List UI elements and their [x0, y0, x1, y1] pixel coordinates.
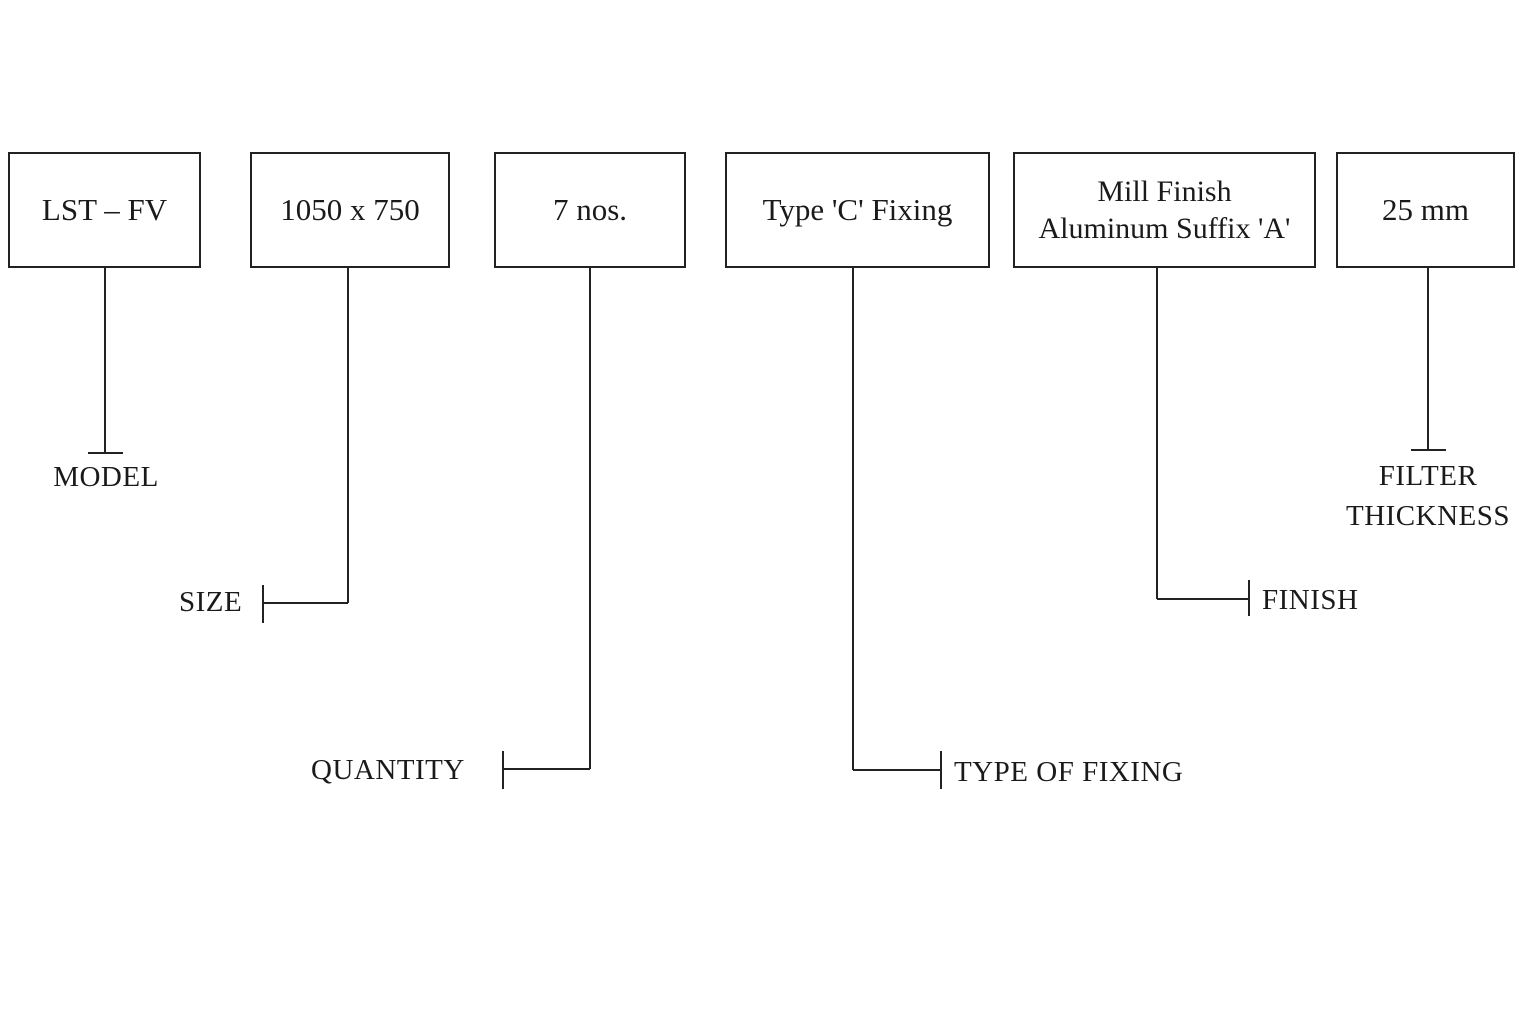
finish-code-line1: Mill Finish [1097, 174, 1232, 208]
quantity-label: QUANTITY [311, 754, 465, 786]
size-code-text: 1050 x 750 [280, 191, 420, 227]
model-code-text: LST – FV [41, 191, 168, 227]
quantity-code-text: 7 nos. [552, 191, 628, 227]
thickness-label-line2: THICKNESS [1345, 500, 1510, 533]
finish-code-line2: Aluminum Suffix 'A' [1038, 212, 1291, 245]
finish-code-box: Mill Finish Aluminum Suffix 'A' [1013, 152, 1316, 268]
fixing-code-text: Type 'C' Fixing [762, 191, 953, 227]
model-code-box: LST – FV [8, 152, 201, 268]
thickness-label-line1: FILTER [1378, 460, 1478, 492]
fixing-code-box: Type 'C' Fixing [725, 152, 990, 268]
fixing-label: TYPE OF FIXING [954, 756, 1184, 788]
model-label: MODEL [53, 461, 159, 493]
size-code-box: 1050 x 750 [250, 152, 450, 268]
thickness-code-text: 25 mm [1382, 191, 1469, 227]
thickness-code-box: 25 mm [1336, 152, 1515, 268]
finish-code-text: Mill Finish Aluminum Suffix 'A' [1039, 173, 1291, 248]
finish-label: FINISH [1262, 584, 1359, 616]
size-label: SIZE [179, 586, 243, 618]
thickness-label: FILTER THICKNESS [1333, 456, 1523, 536]
quantity-code-box: 7 nos. [494, 152, 686, 268]
